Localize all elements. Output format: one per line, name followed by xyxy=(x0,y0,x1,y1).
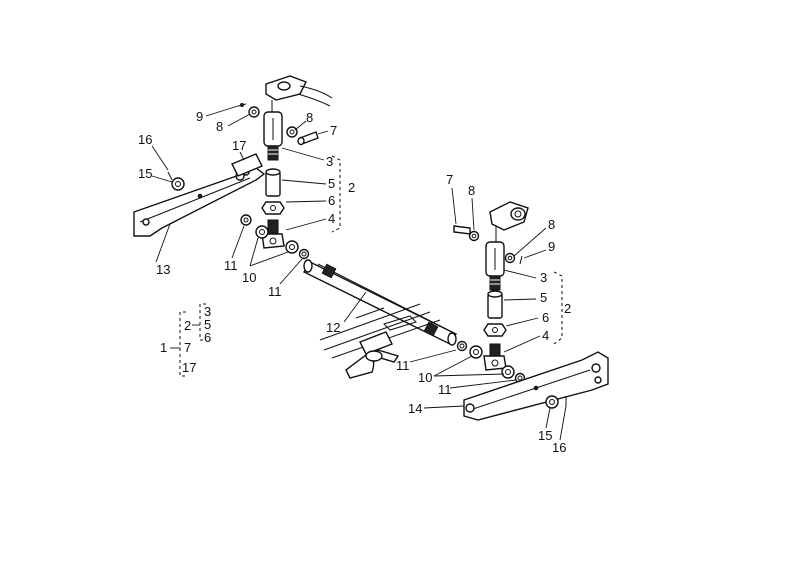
pin-7-right xyxy=(453,225,471,235)
left-lift-assembly xyxy=(133,75,341,285)
callout-11: 11 xyxy=(268,284,282,299)
sleeve-5-left xyxy=(265,168,281,197)
threaded-eye-4-right xyxy=(483,343,507,371)
callout-2: 2 xyxy=(564,301,571,316)
callout-3: 3 xyxy=(540,270,547,285)
console-lever xyxy=(319,303,441,379)
washer-8-left-right xyxy=(286,126,298,138)
top-bracket-right xyxy=(489,201,529,242)
callout-13: 13 xyxy=(156,262,170,277)
callout-9: 9 xyxy=(196,109,203,124)
washer-8-right-b xyxy=(504,252,516,264)
legend-bracket-inner xyxy=(199,303,206,341)
legend-callout-2: 2 xyxy=(184,318,191,333)
washer-15-left xyxy=(171,177,185,191)
callout-7: 7 xyxy=(446,172,453,187)
callout-14: 14 xyxy=(408,401,422,416)
legend-callout-5: 5 xyxy=(204,317,211,332)
nut-6-right xyxy=(483,323,507,337)
callout-labels-left: 9 8 8 7 16 17 15 3 5 2 6 4 13 11 10 11 xyxy=(138,109,355,299)
callout-16: 16 xyxy=(138,132,152,147)
callout-6: 6 xyxy=(542,310,549,325)
leaders-right xyxy=(423,187,567,441)
bracket-2-right xyxy=(553,271,563,345)
callout-7: 7 xyxy=(330,123,337,138)
sleeve-5-right xyxy=(487,290,503,319)
bushing-10-left-b xyxy=(285,240,299,254)
bushing-10-right-b xyxy=(501,365,515,379)
callout-11: 11 xyxy=(438,382,452,397)
right-lift-assembly xyxy=(423,187,609,441)
leaders-center xyxy=(343,291,457,363)
callout-12: 12 xyxy=(326,320,340,335)
callout-8: 8 xyxy=(548,217,555,232)
pin-9-right xyxy=(519,255,523,265)
washer-8-left-upper xyxy=(248,106,260,118)
bushing-10-right-a xyxy=(469,345,483,359)
callout-labels-center: 12 11 xyxy=(326,320,410,373)
callout-10: 10 xyxy=(242,270,256,285)
legend-bracket-outer xyxy=(179,311,186,377)
callout-6: 6 xyxy=(328,193,335,208)
leaders-left xyxy=(151,105,329,285)
legend-callout-1: 1 xyxy=(160,340,167,355)
callout-labels-legend: 1 2 7 17 3 5 6 xyxy=(160,304,211,375)
callout-8: 8 xyxy=(468,183,475,198)
nut-11-left xyxy=(240,214,252,226)
assembly-legend xyxy=(170,303,206,377)
washer-15-right xyxy=(545,395,559,409)
clevis-fork-left xyxy=(263,111,283,161)
nut-11-left-lower xyxy=(298,248,310,260)
callout-5: 5 xyxy=(328,176,335,191)
nut-11-center xyxy=(456,340,468,352)
bushing-10-left-a xyxy=(255,225,269,239)
legend-callout-7: 7 xyxy=(184,340,191,355)
threaded-eye-4-left xyxy=(261,219,285,249)
callout-labels-right: 7 8 8 9 3 5 2 6 4 10 11 14 15 16 xyxy=(408,172,571,455)
callout-11: 11 xyxy=(224,258,238,273)
callout-4: 4 xyxy=(328,211,335,226)
callout-3: 3 xyxy=(326,154,333,169)
callout-5: 5 xyxy=(540,290,547,305)
callout-9: 9 xyxy=(548,239,555,254)
pin-7-left xyxy=(297,131,319,146)
cross-shaft-assembly xyxy=(303,259,468,379)
callout-8: 8 xyxy=(306,110,313,125)
callout-8: 8 xyxy=(216,119,223,134)
lift-arm-14 xyxy=(463,351,609,421)
legend-callout-3: 3 xyxy=(204,304,211,319)
pin-9-left xyxy=(237,103,247,107)
legend-callout-17: 17 xyxy=(182,360,196,375)
callout-11: 11 xyxy=(396,358,410,373)
cross-shaft-12 xyxy=(303,259,457,346)
top-bracket-left xyxy=(265,75,333,112)
bracket-2-left xyxy=(331,155,341,233)
callout-10: 10 xyxy=(418,370,432,385)
washer-8-right-a xyxy=(468,230,480,242)
callout-16: 16 xyxy=(552,440,566,455)
callout-4: 4 xyxy=(542,328,549,343)
callout-2: 2 xyxy=(348,180,355,195)
legend-callout-6: 6 xyxy=(204,330,211,345)
callout-15: 15 xyxy=(138,166,152,181)
nut-6-left xyxy=(261,201,285,215)
clevis-fork-right xyxy=(485,241,505,291)
callout-17: 17 xyxy=(232,138,246,153)
lift-arm-13 xyxy=(133,153,266,237)
callout-15: 15 xyxy=(538,428,552,443)
pin-16-left xyxy=(167,171,173,181)
